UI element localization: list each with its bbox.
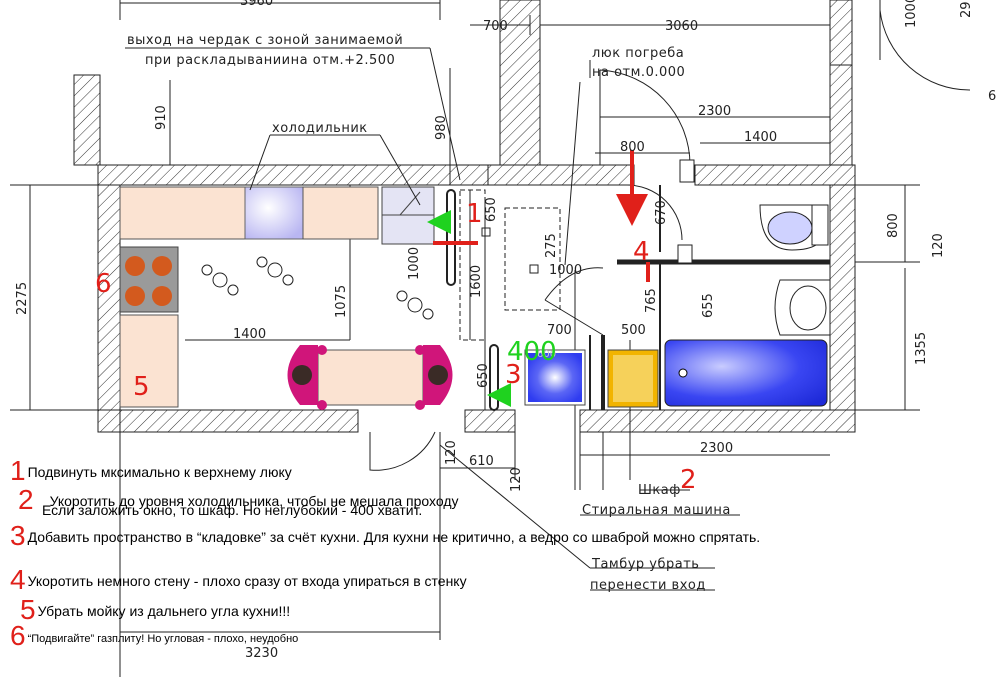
- bathroom: [524, 159, 831, 408]
- svg-text:120: 120: [931, 233, 946, 258]
- note-text: “Подвигайте” газплиту! Но угловая - плох…: [27, 633, 299, 645]
- note-text: Добавить пространство в “кладовке” за сч…: [27, 529, 761, 545]
- note-number: 6: [10, 620, 26, 651]
- marker-6: 6: [95, 269, 112, 299]
- svg-text:800: 800: [886, 213, 901, 238]
- svg-text:800: 800: [620, 140, 645, 155]
- svg-text:29: 29: [959, 1, 974, 18]
- svg-text:1355: 1355: [914, 332, 929, 365]
- number-markers: 1 4 3 5 6 2 400: [95, 199, 697, 495]
- svg-text:700: 700: [547, 323, 572, 338]
- note-text: Укоротить немного стену - плохо сразу от…: [27, 573, 467, 589]
- note-number: 4: [10, 564, 26, 595]
- svg-text:2300: 2300: [700, 441, 733, 456]
- sink-counter: [119, 314, 179, 408]
- svg-text:1000: 1000: [549, 263, 582, 278]
- person-icon: [256, 256, 294, 286]
- svg-text:2275: 2275: [15, 282, 30, 315]
- green-arrows: [427, 210, 511, 407]
- red-markup: [433, 150, 650, 282]
- toilet-icon: [759, 204, 829, 251]
- vestibule-remove-label: Тамбур убрать: [591, 557, 699, 572]
- svg-text:610: 610: [469, 454, 494, 469]
- svg-text:650: 650: [476, 363, 491, 388]
- kitchen: [119, 186, 499, 411]
- note-2b: Если заложить окно, то шкаф. Но неглубок…: [42, 502, 422, 520]
- fridge-top: [244, 186, 304, 240]
- svg-text:655: 655: [701, 293, 716, 318]
- svg-text:910: 910: [154, 105, 169, 130]
- svg-text:1600: 1600: [469, 265, 484, 298]
- marker-4: 4: [633, 237, 650, 267]
- attic-exit-label: выход на чердак с зоной занимаемой: [127, 33, 403, 48]
- counter-top-right: [302, 186, 379, 240]
- svg-text:1400: 1400: [233, 327, 266, 342]
- svg-text:1000: 1000: [407, 247, 422, 280]
- cellar-hatch-label: люк погреба: [592, 46, 684, 61]
- note-2: 2 Укоротить до уровня холодильника, чтобы…: [18, 484, 459, 516]
- dimension-texts: 3960 700 3060 29 1000 910 980 2300 1400 …: [15, 0, 996, 661]
- svg-text:500: 500: [621, 323, 646, 338]
- note-number: 2: [18, 484, 34, 515]
- closet-label: Шкаф: [638, 483, 681, 498]
- counter-top-left: [119, 186, 246, 240]
- closet-box: [607, 349, 659, 408]
- attic-exit-label-2: при раскладываниина отм.+2.500: [145, 53, 395, 68]
- svg-text:275: 275: [544, 233, 559, 258]
- annotation-labels: выход на чердак с зоной занимаемой при р…: [127, 33, 731, 593]
- gas-stove-icon: [119, 246, 179, 313]
- svg-text:3060: 3060: [665, 19, 698, 34]
- svg-text:700: 700: [483, 19, 508, 34]
- svg-text:6: 6: [988, 89, 996, 104]
- svg-text:600: 600: [537, 349, 556, 360]
- marker-2: 2: [680, 465, 697, 495]
- svg-text:1400: 1400: [744, 130, 777, 145]
- leader-lines: [125, 47, 740, 591]
- svg-text:765: 765: [644, 288, 659, 313]
- note-text: Если заложить окно, то шкаф. Но неглубок…: [42, 502, 423, 518]
- svg-text:120: 120: [509, 467, 524, 492]
- dining-table: [317, 349, 424, 406]
- svg-text:3230: 3230: [245, 646, 278, 661]
- bathtub-icon: [664, 339, 828, 407]
- marker-3: 3: [505, 360, 522, 390]
- svg-text:2300: 2300: [698, 104, 731, 119]
- chair-icon: [423, 345, 453, 405]
- svg-text:1000: 1000: [904, 0, 919, 28]
- washing-machine: [524, 349, 586, 406]
- note-6: 6“Подвигайте” газплиту! Но угловая - пло…: [10, 620, 298, 652]
- doors-and-hatches: [369, 0, 971, 471]
- fridge-label: холодильник: [272, 121, 368, 136]
- note-number: 3: [10, 520, 26, 551]
- walls: [73, 0, 856, 433]
- washing-machine-label: Стиральная машина: [582, 503, 731, 518]
- svg-text:120: 120: [444, 440, 459, 465]
- person-icon: [396, 290, 434, 320]
- svg-text:670: 670: [654, 200, 669, 225]
- marker-5: 5: [133, 372, 150, 402]
- green-400-label: 400: [507, 337, 557, 367]
- note-text: Подвинуть мксимально к верхнему люку: [27, 464, 292, 480]
- svg-text:650: 650: [484, 197, 499, 222]
- washbasin-icon: [774, 279, 831, 336]
- chair-icon: [287, 345, 318, 405]
- svg-text:1075: 1075: [334, 285, 349, 318]
- svg-text:3960: 3960: [240, 0, 273, 9]
- marker-1: 1: [466, 199, 483, 229]
- move-entrance-label: перенести вход: [590, 578, 706, 593]
- cellar-hatch-label-2: на отм.0.000: [592, 65, 685, 80]
- note-number: 5: [20, 594, 36, 625]
- note-text: Убрать мойку из дальнего угла кухни!!!: [37, 603, 291, 619]
- note-number: 1: [10, 455, 26, 486]
- person-icon: [201, 264, 239, 296]
- svg-text:980: 980: [434, 115, 449, 140]
- note-text: Укоротить до уровня холодильника, чтобы …: [49, 493, 459, 509]
